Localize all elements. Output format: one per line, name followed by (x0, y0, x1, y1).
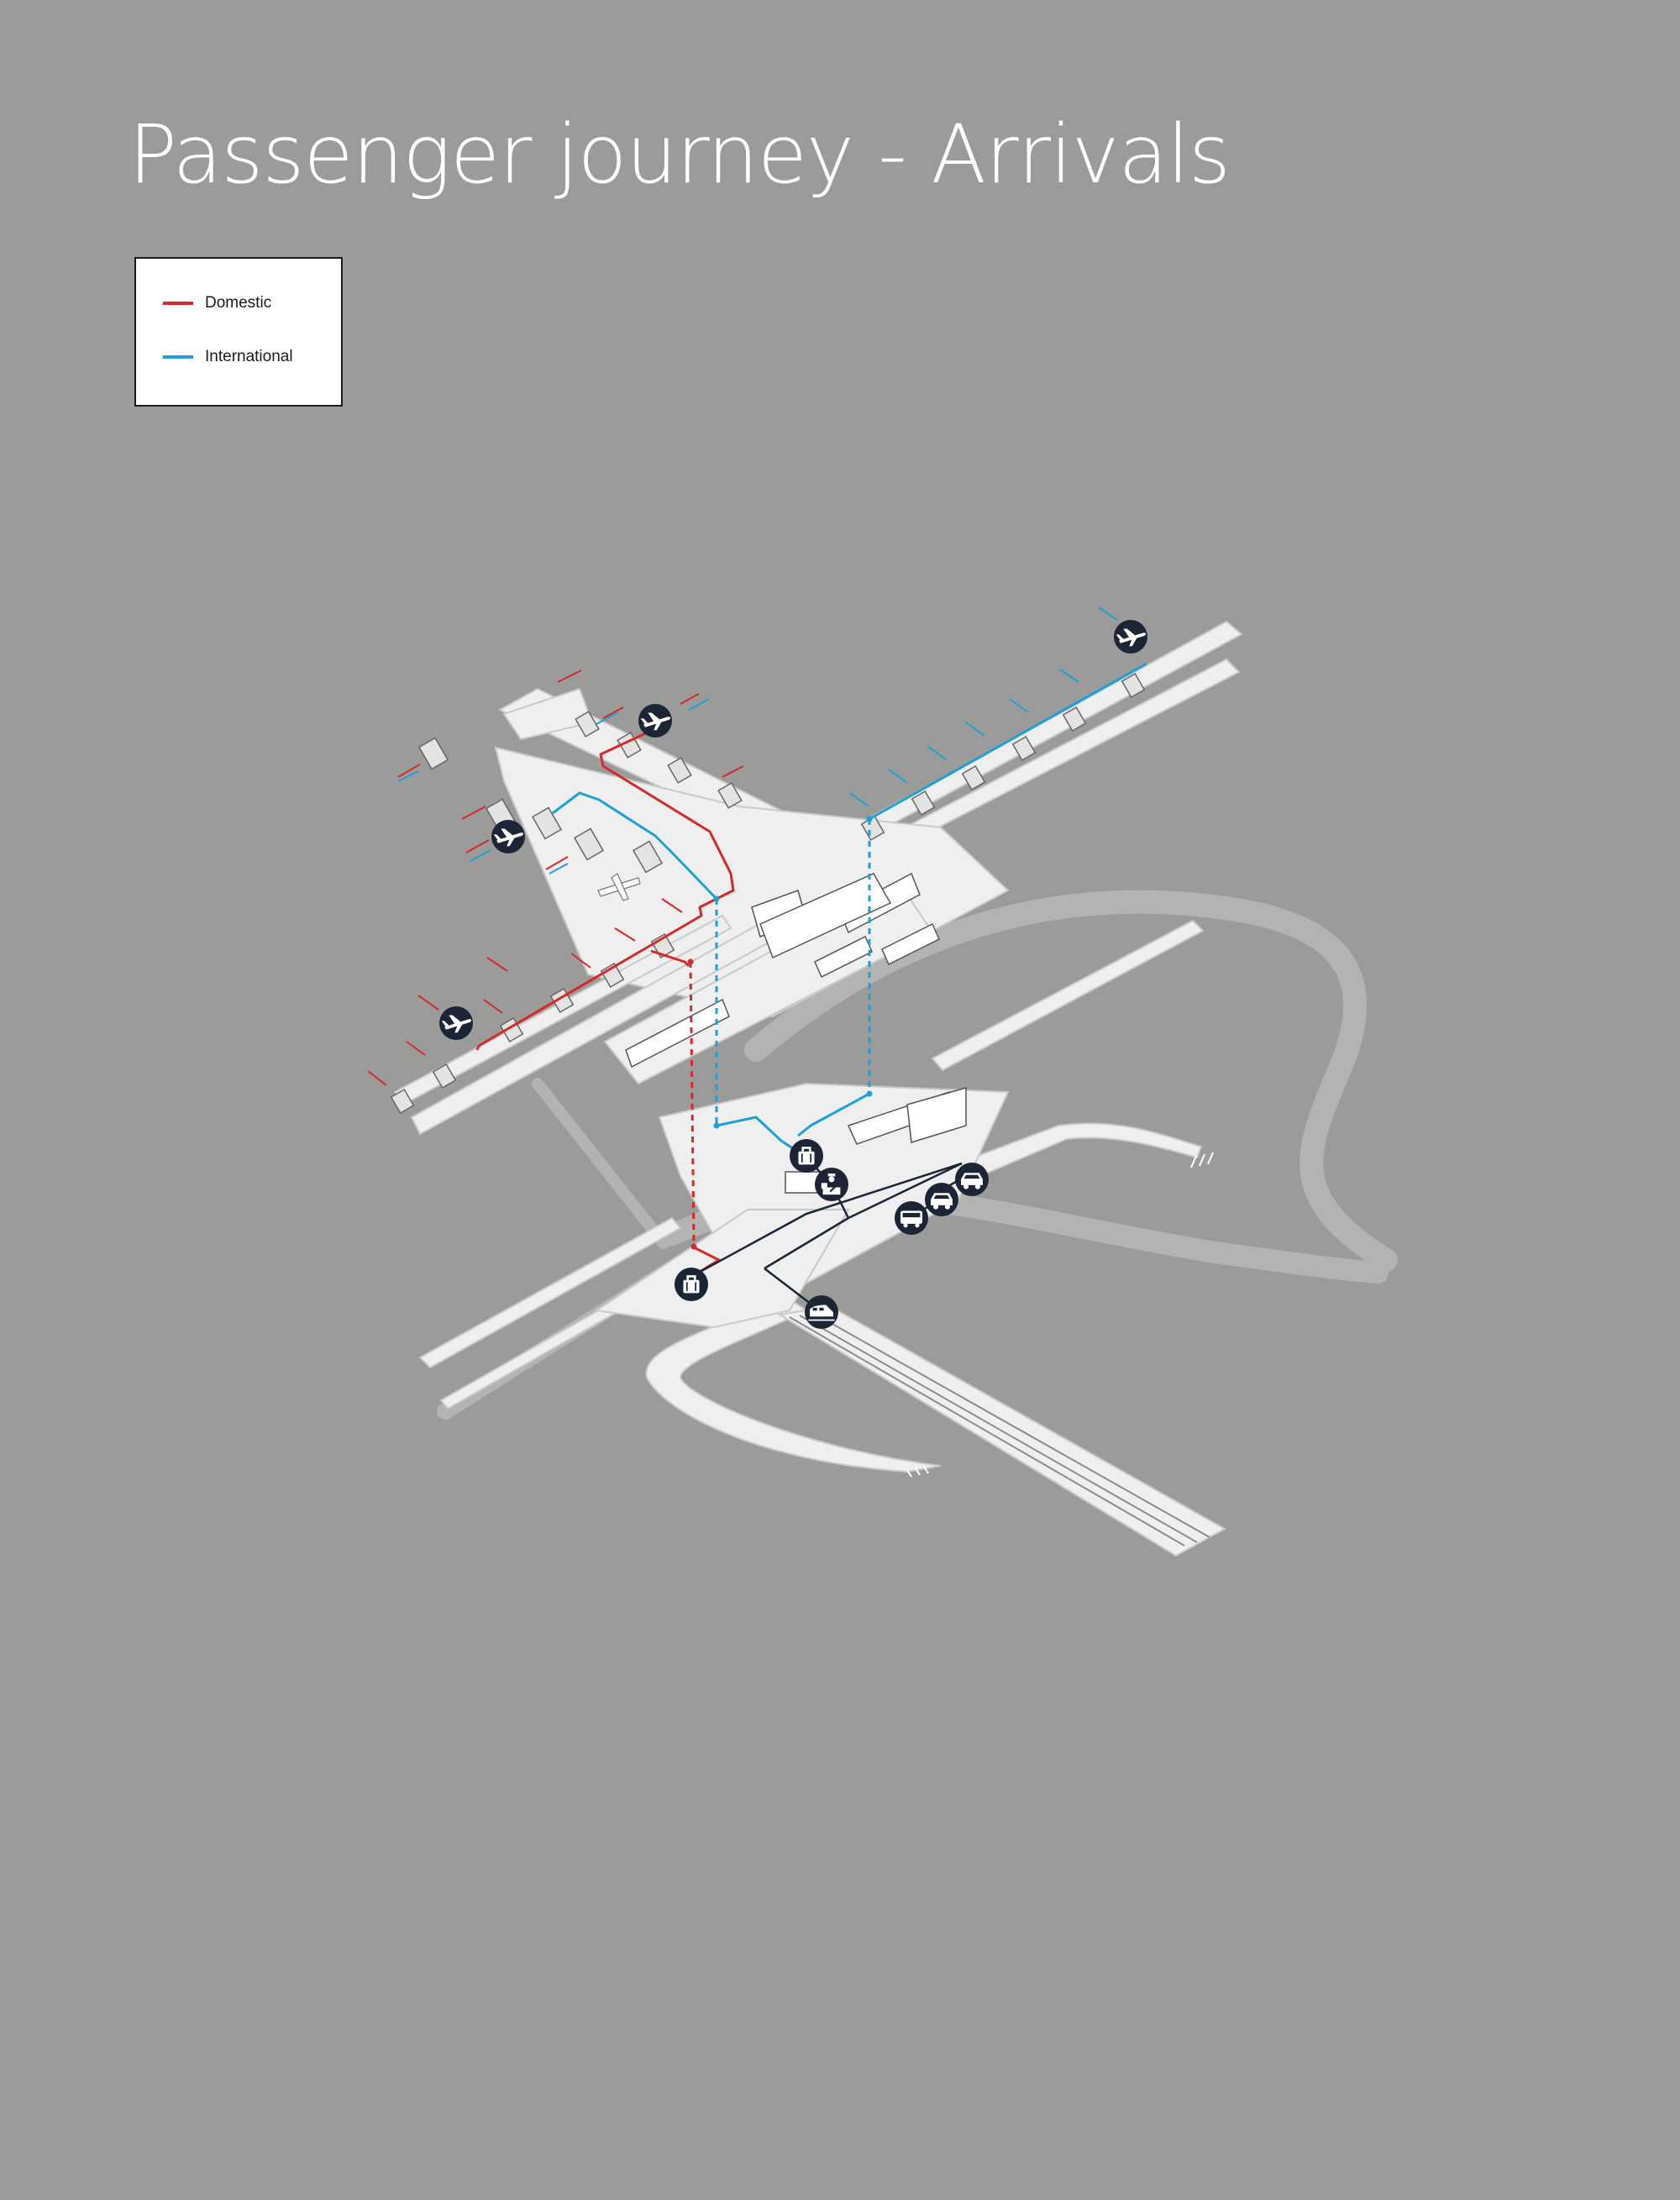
landside-hall (594, 1209, 850, 1329)
international-pier (843, 620, 1243, 846)
car-icon (955, 1163, 989, 1196)
customs-officer-icon (815, 1168, 848, 1201)
road-markings (906, 1152, 1214, 1478)
departure-ramp (922, 1122, 1203, 1195)
arrival-plane-icon (1114, 620, 1147, 654)
legend-swatch-domestic (163, 302, 193, 305)
legend-label: International (205, 348, 293, 365)
international-route (552, 662, 1147, 1159)
legend-label: Domestic (205, 294, 272, 312)
aircraft-icon (597, 873, 641, 901)
page-title: Passenger journey - Arrivals (129, 108, 1231, 202)
taxi-icon (925, 1183, 958, 1216)
arrival-plane-icon (439, 1006, 473, 1040)
rail-platform (777, 1305, 1227, 1557)
international-approach-arrows (397, 606, 1118, 874)
building-blocks (625, 872, 967, 1194)
icon-badges (439, 620, 1147, 1329)
legend-item-domestic: Domestic (163, 294, 271, 312)
domestic-route (475, 729, 735, 1277)
domestic-approach-arrows (367, 669, 744, 1086)
arrival-plane-icon (638, 704, 672, 738)
loop-road (744, 890, 1398, 1272)
legend-item-international: International (163, 348, 293, 366)
arrival-plane-icon (491, 820, 525, 853)
bus-icon (895, 1201, 928, 1235)
train-icon (805, 1295, 838, 1329)
legend: Domestic International (134, 257, 343, 407)
baggage-icon (790, 1139, 823, 1173)
baggage-icon (675, 1268, 708, 1301)
forecourt-ramp (645, 1292, 942, 1473)
left-feeder-road (532, 1078, 669, 1249)
legend-swatch-international (163, 355, 193, 359)
